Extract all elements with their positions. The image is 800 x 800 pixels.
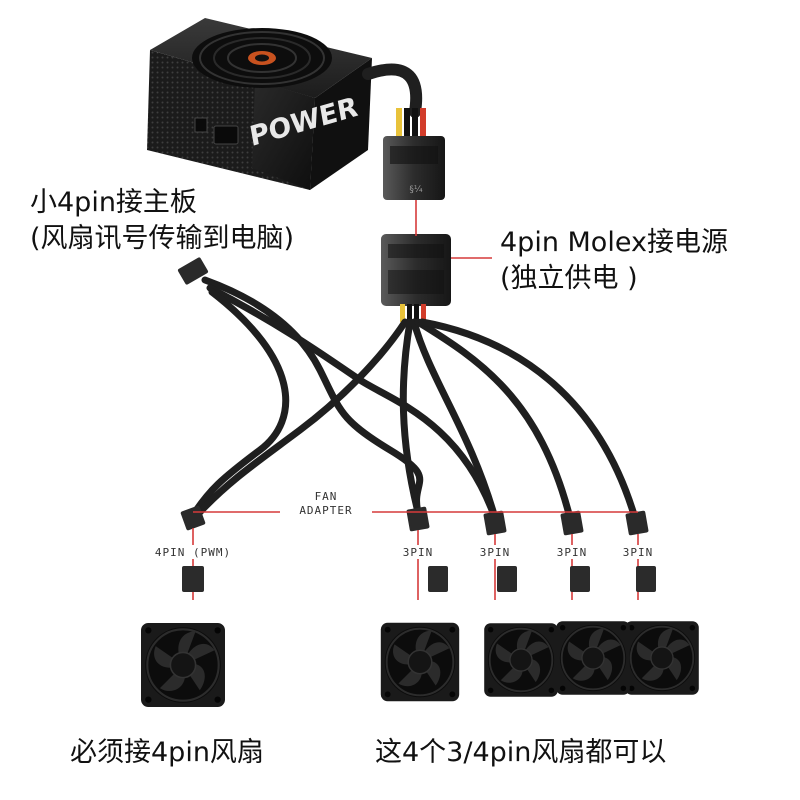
fan-3pin-4 bbox=[624, 620, 700, 696]
small-4pin-connector bbox=[177, 257, 209, 285]
psu-cable bbox=[362, 63, 423, 118]
fan-lead-connectors bbox=[182, 566, 656, 592]
caption-left-fan: 必须接4pin风扇 bbox=[70, 737, 264, 768]
fan-3pin-2 bbox=[483, 622, 559, 698]
fan-3pin-1 bbox=[379, 621, 461, 703]
caption-small-4pin-line1: 小4pin接主板 bbox=[30, 187, 197, 218]
pin-label-right-1: 3PIN bbox=[403, 546, 434, 559]
molex-wires-top bbox=[396, 108, 426, 138]
molex-wires-bottom bbox=[400, 304, 426, 322]
pin-label-right-4: 3PIN bbox=[623, 546, 654, 559]
caption-small-4pin-line2: (风扇讯号传输到电脑) bbox=[30, 223, 295, 254]
adapter-label-adapter: ADAPTER bbox=[299, 504, 352, 517]
fan-connectors bbox=[180, 505, 649, 536]
psu-unit: POWER bbox=[147, 18, 372, 190]
pin-label-right-2: 3PIN bbox=[480, 546, 511, 559]
pin-label-left: 4PIN (PWM) bbox=[155, 546, 231, 559]
fan-4pin-pwm bbox=[139, 621, 227, 709]
caption-molex-line1: 4pin Molex接电源 bbox=[500, 227, 728, 258]
molex-connector-adapter bbox=[381, 234, 451, 306]
power-switch-icon bbox=[194, 117, 208, 133]
psu-fan-icon bbox=[192, 28, 332, 88]
fan-3pin-3 bbox=[555, 620, 631, 696]
molex-marking: §¼ bbox=[409, 185, 423, 195]
molex-connector-psu: §¼ bbox=[383, 136, 445, 200]
caption-right-fans: 这4个3/4pin风扇都可以 bbox=[375, 737, 667, 768]
pin-label-right-3: 3PIN bbox=[557, 546, 588, 559]
caption-molex-line2: (独立供电 ) bbox=[500, 263, 638, 294]
power-socket-icon bbox=[213, 125, 239, 145]
adapter-label-fan: FAN bbox=[315, 490, 338, 503]
adapter-cables bbox=[191, 276, 639, 522]
